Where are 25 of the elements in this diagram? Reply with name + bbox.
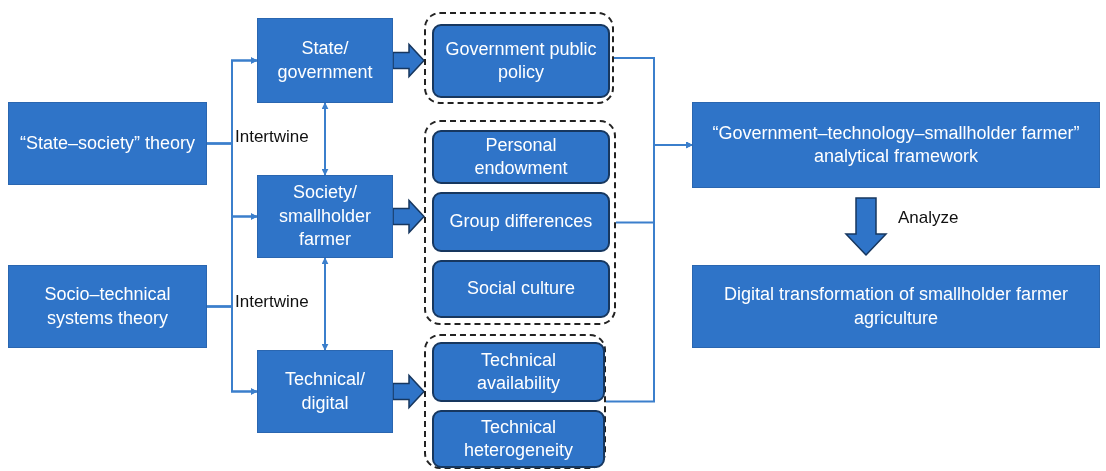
dimension-box: Technical/ digital <box>257 350 393 433</box>
factor-box: Government public policy <box>432 24 610 98</box>
factor-box: Technical heterogeneity <box>432 410 605 468</box>
dimension-box: Society/ smallholder farmer <box>257 175 393 258</box>
block-arrow <box>392 42 426 79</box>
theory-box: “State–society” theory <box>8 102 207 185</box>
double-arrow <box>321 102 329 176</box>
connector-arrow <box>605 141 693 403</box>
factor-box: Social culture <box>432 260 610 318</box>
block-arrow <box>844 197 888 257</box>
factor-box: Group differences <box>432 192 610 252</box>
dashed-group-frame <box>424 12 614 104</box>
factor-box: Technical availability <box>432 342 605 402</box>
dimension-box: State/ government <box>257 18 393 103</box>
block-arrow <box>392 198 426 235</box>
connector-arrow <box>206 305 258 395</box>
dashed-group-frame <box>424 334 606 469</box>
factor-box: Personal endowment <box>432 130 610 184</box>
theory-box: Socio–technical systems theory <box>8 265 207 348</box>
edge-label: Analyze <box>898 208 959 229</box>
block-arrow <box>392 373 426 410</box>
framework-box: “Government–technology–smallholder farmer” analytical framework <box>692 102 1100 188</box>
outcome-box: Digital transformation of smallholder farmer agriculture <box>692 265 1100 348</box>
dashed-group-frame <box>424 120 616 325</box>
double-arrow <box>321 257 329 351</box>
